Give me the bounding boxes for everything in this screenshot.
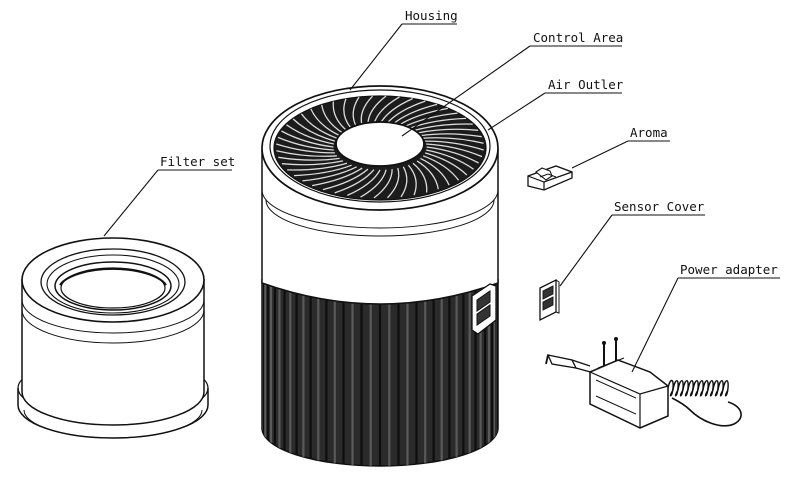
fan-blade bbox=[387, 167, 400, 199]
fan-blade bbox=[278, 156, 340, 161]
fan-blade bbox=[292, 118, 336, 142]
fan-blade bbox=[302, 166, 357, 182]
fan-blade bbox=[416, 128, 479, 134]
leader-lines bbox=[103, 23, 780, 373]
fan-blade bbox=[332, 101, 348, 132]
fan-blade bbox=[400, 166, 408, 198]
fan-blade bbox=[360, 169, 387, 198]
label-air-outlet: Air Outler bbox=[548, 77, 624, 92]
fan-blade bbox=[293, 164, 352, 177]
label-sensor-cover: Sensor Cover bbox=[614, 199, 705, 214]
control-area bbox=[335, 121, 425, 167]
fan-blade bbox=[281, 160, 344, 166]
fan-blade bbox=[300, 113, 338, 139]
leader-sensor-cover bbox=[559, 214, 613, 287]
grille-ribs bbox=[262, 280, 498, 466]
fan-blade bbox=[281, 130, 334, 148]
fan-blade bbox=[407, 164, 417, 196]
leader-filter-set bbox=[103, 169, 159, 237]
label-housing: Housing bbox=[405, 8, 458, 23]
fan-blade bbox=[277, 136, 334, 151]
fan-blade bbox=[276, 143, 335, 154]
filter-set bbox=[17, 237, 209, 439]
sensor-window bbox=[471, 283, 497, 335]
leader-power-adapter bbox=[631, 277, 679, 373]
aroma-part bbox=[527, 165, 573, 191]
fan-blade bbox=[423, 137, 484, 144]
fan-blade bbox=[276, 150, 337, 157]
fan-blade bbox=[321, 104, 344, 134]
leader-aroma bbox=[571, 140, 629, 169]
fan-blade bbox=[426, 146, 479, 164]
label-control-area: Control Area bbox=[533, 30, 623, 45]
fan-blade bbox=[426, 143, 483, 158]
fan-blade bbox=[334, 169, 375, 194]
fan-blade bbox=[322, 168, 369, 191]
fan-blade bbox=[311, 167, 363, 187]
fan-blade bbox=[347, 169, 381, 196]
fan-blade bbox=[425, 140, 484, 151]
fan-blade bbox=[373, 169, 393, 199]
fan-blade bbox=[412, 123, 473, 132]
part-labels: Housing Control Area Air Outler Aroma Se… bbox=[160, 8, 778, 277]
sensor-cover-part bbox=[539, 278, 560, 322]
leader-air-outlet bbox=[487, 92, 546, 131]
fan-blade bbox=[287, 162, 348, 171]
fan-blade bbox=[286, 124, 334, 145]
fan-blade bbox=[343, 98, 353, 130]
label-filter-set: Filter set bbox=[160, 154, 235, 169]
fan-blades bbox=[276, 95, 484, 199]
leader-housing bbox=[349, 23, 403, 91]
leader-control-area bbox=[401, 45, 531, 137]
fan-blade bbox=[310, 108, 340, 137]
label-power-adapter: Power adapter bbox=[680, 262, 778, 277]
fan-blade bbox=[416, 160, 439, 190]
fan-blade bbox=[420, 157, 450, 186]
purifier-main-unit bbox=[261, 85, 499, 467]
fan-blade bbox=[408, 117, 467, 130]
power-adapter-part bbox=[545, 337, 742, 429]
fan-blade bbox=[412, 162, 428, 193]
fan-blade bbox=[420, 133, 482, 138]
fan-blade bbox=[426, 149, 474, 170]
label-aroma: Aroma bbox=[630, 125, 668, 140]
fan-blade bbox=[424, 152, 468, 176]
fan-blade bbox=[422, 155, 460, 181]
